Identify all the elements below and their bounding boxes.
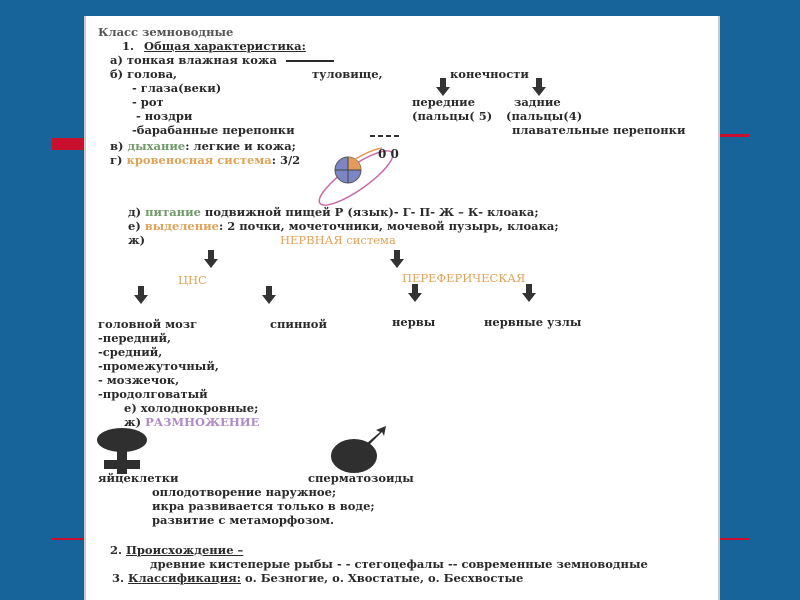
fertilization-item: оплодотворение наружное; (152, 485, 337, 499)
nervous-system-label: НЕРВНАЯ система (280, 233, 396, 247)
section-1-number: 1. (122, 39, 135, 53)
nerves-label: нервы (392, 315, 436, 329)
origin-text: древние кистеперые рыбы - - стегоцефалы … (150, 557, 648, 571)
arrow-down-icon (262, 286, 276, 304)
excretion-label: выделение (144, 219, 219, 233)
feeding-text: подвижной пищей Р (язык)- Г- П- Ж – К- к… (200, 205, 539, 219)
brain-part-item: -средний, (98, 345, 163, 359)
red-line-left-top (52, 142, 84, 145)
item-e-excretion: е) выделение: 2 почки, мочеточники, моче… (128, 220, 559, 233)
section-3-number: 3. (112, 571, 125, 585)
red-line-right-top (716, 134, 750, 137)
section-1-heading: Общая характеристика: (144, 39, 306, 53)
arrow-down-icon (134, 286, 148, 304)
spinal-label: спинной (270, 317, 327, 331)
heart-diagram-icon (318, 135, 402, 206)
breathing-text: : легкие и кожа; (185, 139, 296, 153)
item-g-circulation: г) кровеносная система: 3/2 (110, 154, 300, 167)
fingers-four: (пальцы(4) (506, 109, 583, 123)
ganglia-label: нервные узлы (484, 315, 582, 329)
item-d-prefix: д) (128, 205, 142, 219)
arrow-down-icon (390, 250, 404, 268)
feeding-label: питание (145, 205, 201, 219)
heart-marks: 0 0 (378, 147, 399, 161)
item-zh-prefix: ж) (128, 233, 146, 247)
brain-part-item: -передний, (98, 331, 172, 345)
front-limbs-label: передние (412, 95, 476, 109)
peripheral-label: ПЕРЕФЕРИЧЕСКАЯ (402, 271, 526, 285)
circulation-label: кровеносная система (126, 153, 272, 167)
eyes-item: - глаза(веки) (132, 81, 222, 95)
item-v-breathing: в) дыхание: легкие и кожа; (110, 140, 296, 153)
metamorphosis-item: развитие с метаморфозом. (152, 513, 334, 527)
limbs-label: конечности (450, 67, 529, 81)
eggs-label: яйцеклетки (98, 471, 179, 485)
section-2-heading: 2. Происхождение – (110, 544, 243, 557)
female-symbol-icon (97, 428, 147, 474)
reproduction-label: РАЗМНОЖЕНИЕ (145, 415, 260, 429)
brain-label: головной мозг (98, 317, 198, 331)
arrow-down-icon (522, 284, 536, 302)
item-g-prefix: г) (110, 153, 123, 167)
item-d-feeding: д) питание подвижной пищей Р (язык)- Г- … (128, 206, 539, 219)
item-a-skin: а) тонкая влажная кожа (110, 53, 277, 67)
reproduction-prefix: ж) (124, 415, 142, 429)
nostrils-item: - ноздри (136, 109, 193, 123)
classification-text: о. Безногие, о. Хвостатые, о. Бесхвостые (241, 571, 524, 585)
fingers-five: (пальцы( 5) (412, 109, 493, 123)
back-limbs-label: задние (514, 95, 561, 109)
item-zh-reproduction: ж) РАЗМНОЖЕНИЕ (124, 416, 259, 429)
sperm-label: сперматозоиды (308, 471, 414, 485)
excretion-text: : 2 почки, мочеточники, мочевой пузырь, … (218, 219, 559, 233)
brain-part-item: - мозжечок, (98, 373, 180, 387)
webbing-label: плавательные перепонки (512, 123, 686, 137)
section-3-line: 3. Классификация: о. Безногие, о. Хвоста… (112, 572, 523, 585)
item-v-prefix: в) (110, 139, 124, 153)
section-2-number: 2. (110, 543, 123, 557)
breathing-label: дыхание (127, 139, 186, 153)
red-line-right-bottom (716, 538, 750, 540)
red-line-left-bottom (52, 538, 84, 540)
document-sheet: Класс земноводные 1. Общая характеристик… (84, 16, 720, 600)
item-e-prefix: е) (128, 219, 141, 233)
spawn-item: икра развивается только в воде; (152, 499, 375, 513)
arrow-down-icon (436, 78, 450, 96)
eardrums-item: -барабанные перепонки (132, 123, 295, 137)
cns-label: ЦНС (178, 273, 207, 287)
cold-blooded-item: е) холоднокровные; (124, 401, 259, 415)
circulation-text: : 3/2 (271, 153, 301, 167)
item-b-head: б) голова, (110, 67, 178, 81)
arrow-down-icon (408, 284, 422, 302)
torso-label: туловище, (312, 67, 383, 81)
mouth-item: - рот (132, 95, 164, 109)
male-symbol-icon (331, 426, 386, 473)
brain-part-item: -продолговатый (98, 387, 208, 401)
doc-title: Класс земноводные (98, 25, 234, 39)
section-3-title: Классификация: (128, 571, 242, 585)
brain-part-item: -промежуточный, (98, 359, 219, 373)
arrow-down-icon (204, 250, 218, 268)
section-2-title: Происхождение – (126, 543, 244, 557)
arrow-down-icon (532, 78, 546, 96)
dash-mark (286, 60, 334, 62)
